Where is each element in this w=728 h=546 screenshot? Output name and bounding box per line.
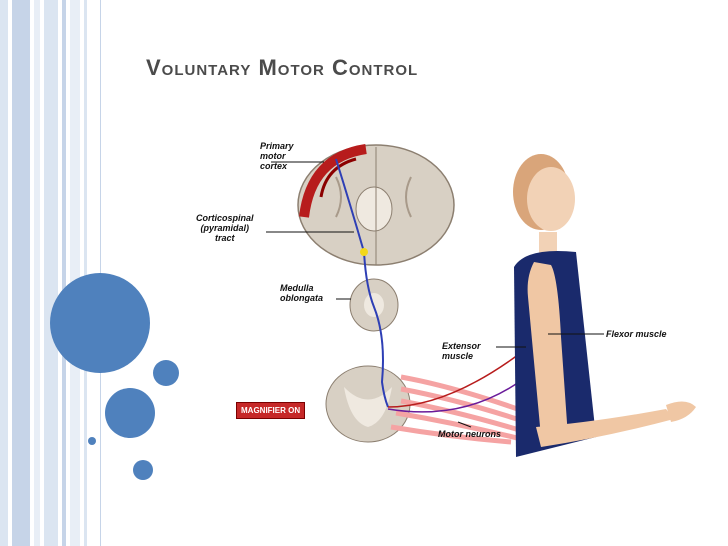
label-corticospinal-tract: Corticospinal (pyramidal) tract [196, 213, 254, 243]
label-medulla-oblongata: Medulla oblongata [280, 283, 323, 303]
slide-title: Voluntary Motor Control [146, 55, 419, 80]
label-extensor-muscle: Extensor muscle [442, 341, 481, 361]
magnifier-badge: MAGNIFIER ON [236, 402, 306, 419]
label-motor-neurons: Motor neurons [438, 429, 501, 439]
decorative-circles [50, 273, 179, 480]
large-circle [50, 273, 150, 373]
decussation-marker [360, 248, 368, 256]
brain-section [297, 144, 455, 266]
small-circle [133, 460, 153, 480]
corticospinal-tract-line [335, 158, 389, 408]
woman-figure [513, 154, 696, 457]
tiny-circle [88, 437, 96, 445]
figure-svg [266, 144, 696, 457]
label-primary-motor-cortex: Primary motor cortex [260, 141, 294, 171]
label-flexor-muscle: Flexor muscle [606, 329, 667, 339]
motor-neuron-fibers [387, 336, 542, 445]
small-circle [153, 360, 179, 386]
spinal-cord [325, 365, 411, 443]
motor-control-figure: Primary motor cortex Corticospinal (pyra… [196, 137, 704, 483]
left-stripes [0, 0, 101, 546]
medium-circle [105, 388, 155, 438]
leader-motor-neurons [457, 421, 472, 428]
